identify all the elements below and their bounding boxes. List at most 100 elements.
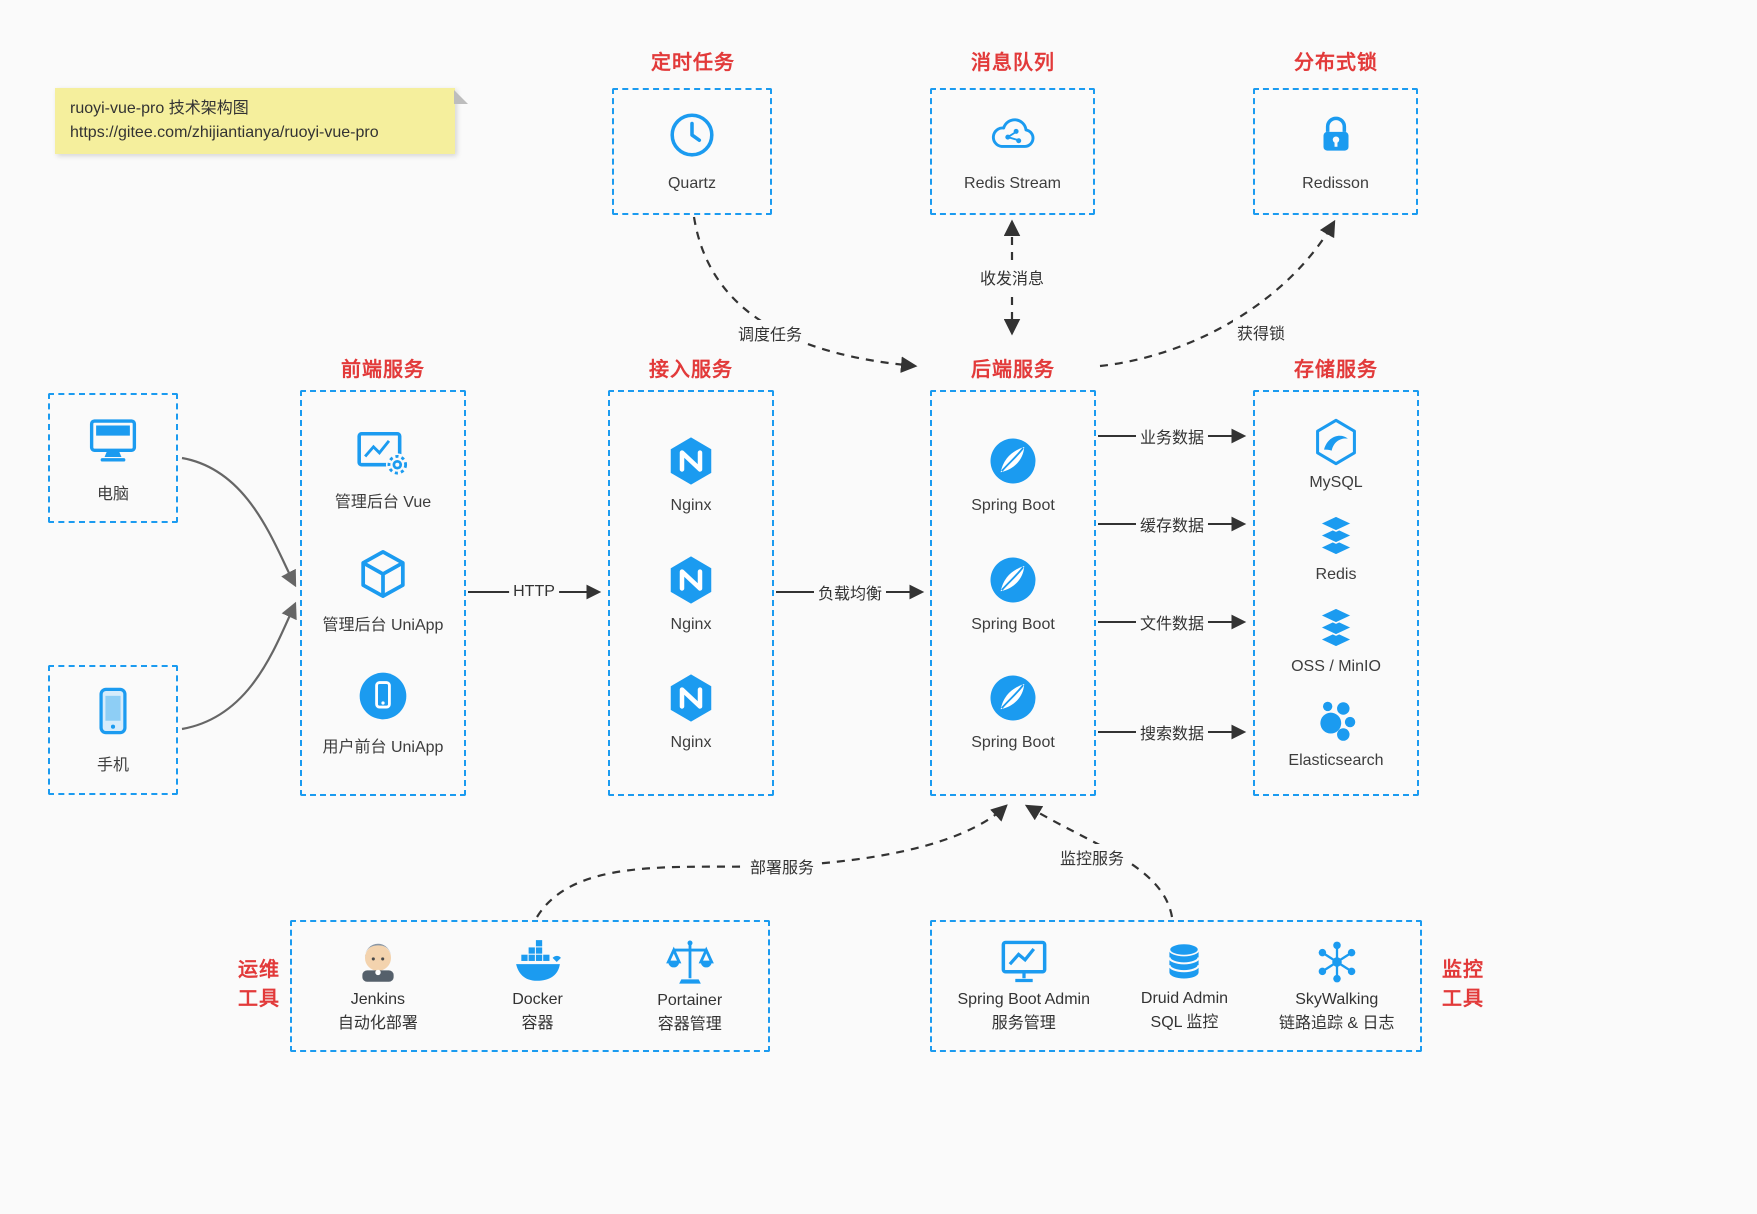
nginx-icon	[664, 434, 718, 488]
monitoring-tools-title: 监控 工具	[1434, 956, 1492, 1014]
storage-item-label: Elasticsearch	[1288, 752, 1384, 769]
scheduler-label: Quartz	[667, 175, 716, 193]
edge-label-cache-data: 缓存数据	[1135, 511, 1209, 537]
tool-name: Portainer	[657, 992, 723, 1010]
lock-icon	[1311, 110, 1361, 160]
backend-box: Spring Boot Spring Boot Spring Boot	[930, 390, 1096, 796]
frontend-box: 管理后台 Vue 管理后台 UniApp 用户前台 UniApp	[300, 390, 466, 796]
frontend-item-admin-vue: 管理后台 Vue	[335, 429, 431, 512]
backend-item-springboot-2: Spring Boot	[971, 553, 1055, 634]
tool-desc: SQL 监控	[1150, 1014, 1219, 1031]
ops-title-line1: 运维	[238, 959, 280, 981]
backend-item-label: Spring Boot	[971, 734, 1055, 752]
backend-item-label: Spring Boot	[971, 615, 1055, 633]
admin-vue-icon	[353, 429, 413, 479]
tool-portainer: Portainer 容器管理	[657, 936, 722, 1035]
client-pc-label: 电脑	[96, 485, 129, 503]
scheduler-title: 定时任务	[651, 52, 735, 74]
gateway-item-nginx-1: Nginx	[664, 434, 718, 515]
storage-item-oss: OSS / MinIO	[1291, 604, 1381, 676]
tool-desc: 容器	[521, 1015, 554, 1032]
gateway-item-label: Nginx	[670, 496, 712, 514]
storage-item-elasticsearch: Elasticsearch	[1288, 696, 1384, 770]
mq-title: 消息队列	[971, 52, 1055, 74]
clock-icon	[667, 110, 717, 160]
gateway-item-nginx-2: Nginx	[664, 553, 718, 634]
tool-skywalking: SkyWalking 链路追踪 & 日志	[1279, 937, 1395, 1034]
frontend-item-label: 管理后台 Vue	[334, 494, 432, 512]
tool-desc: 链路追踪 & 日志	[1278, 1015, 1395, 1032]
edge-label-acquire-lock: 获得锁	[1232, 319, 1290, 345]
edge-label-load-balance: 负载均衡	[813, 579, 887, 605]
storage-item-label: Redis	[1315, 566, 1357, 583]
edge-label-business-data: 业务数据	[1135, 423, 1209, 449]
mq-box: Redis Stream	[930, 88, 1095, 215]
backend-item-label: Spring Boot	[971, 496, 1055, 514]
lock-title: 分布式锁	[1294, 52, 1378, 74]
gateway-item-label: Nginx	[670, 615, 712, 633]
oss-stack-icon	[1311, 604, 1361, 652]
lock-box: Redisson	[1253, 88, 1418, 215]
tool-druid: Druid Admin SQL 监控	[1141, 938, 1228, 1033]
tool-name: Spring Boot Admin	[957, 991, 1090, 1009]
ops-box: Jenkins 自动化部署	[290, 920, 770, 1052]
frontend-item-label: 用户前台 UniApp	[322, 738, 444, 756]
cube-icon	[355, 546, 411, 602]
ops-tools-title: 运维 工具	[230, 956, 288, 1014]
note-title: ruoyi-vue-pro 技术架构图	[70, 100, 249, 117]
desktop-icon	[84, 412, 142, 466]
cloud-stream-icon	[986, 110, 1040, 160]
storage-item-label: MySQL	[1309, 474, 1363, 491]
client-pc-box: 电脑	[48, 393, 178, 523]
nginx-icon	[664, 553, 718, 607]
tool-name: Druid Admin	[1140, 990, 1229, 1008]
scheduler-box: Quartz	[612, 88, 772, 215]
edge-label-search-data: 搜索数据	[1135, 719, 1209, 745]
tool-desc: 容器管理	[657, 1016, 722, 1033]
storage-title: 存储服务	[1294, 359, 1378, 381]
gateway-item-label: Nginx	[670, 734, 712, 752]
mobile-app-circle-icon	[355, 668, 411, 724]
sticky-note: ruoyi-vue-pro 技术架构图 https://gitee.com/zh…	[55, 88, 468, 154]
tool-name: Docker	[512, 991, 563, 1009]
gateway-box: Nginx Nginx Nginx	[608, 390, 774, 796]
monitor-chart-icon	[997, 937, 1051, 987]
database-icon	[1159, 938, 1209, 986]
monitoring-title-line2: 工具	[1442, 988, 1484, 1010]
edge-label-deploy: 部署服务	[745, 853, 819, 879]
ops-title-line2: 工具	[238, 988, 280, 1010]
tool-name: SkyWalking	[1295, 991, 1379, 1009]
lock-label: Redisson	[1302, 175, 1369, 193]
edge-label-monitor: 监控服务	[1055, 844, 1129, 870]
storage-item-label: OSS / MinIO	[1291, 658, 1381, 675]
edge-label-http: HTTP	[509, 582, 559, 602]
spring-icon	[986, 671, 1040, 725]
network-nodes-icon	[1311, 937, 1363, 987]
redis-stack-icon	[1311, 512, 1361, 560]
backend-title: 后端服务	[971, 359, 1055, 381]
gateway-item-nginx-3: Nginx	[664, 671, 718, 752]
frontend-title: 前端服务	[341, 359, 425, 381]
jenkins-icon	[353, 937, 403, 987]
monitoring-title-line1: 监控	[1442, 959, 1484, 981]
storage-box: MySQL Redis	[1253, 390, 1419, 796]
frontend-item-user-uniapp: 用户前台 UniApp	[322, 668, 444, 757]
tool-desc: 自动化部署	[337, 1015, 418, 1032]
client-phone-box: 手机	[48, 665, 178, 795]
spring-icon	[986, 553, 1040, 607]
frontend-item-admin-uniapp: 管理后台 UniApp	[322, 546, 444, 635]
monitoring-box: Spring Boot Admin 服务管理 Druid Admin SQL 监…	[930, 920, 1422, 1052]
tool-name: Jenkins	[350, 991, 405, 1009]
gateway-title: 接入服务	[649, 359, 733, 381]
portainer-scales-icon	[664, 936, 716, 988]
nginx-icon	[664, 671, 718, 725]
tool-desc: 服务管理	[991, 1015, 1056, 1032]
tool-docker: Docker 容器	[510, 937, 566, 1034]
mysql-icon	[1310, 416, 1362, 468]
frontend-item-label: 管理后台 UniApp	[322, 616, 444, 634]
note-url: https://gitee.com/zhijiantianya/ruoyi-vu…	[70, 124, 379, 141]
edge-label-dispatch: 调度任务	[733, 320, 807, 346]
phone-icon	[87, 685, 139, 737]
